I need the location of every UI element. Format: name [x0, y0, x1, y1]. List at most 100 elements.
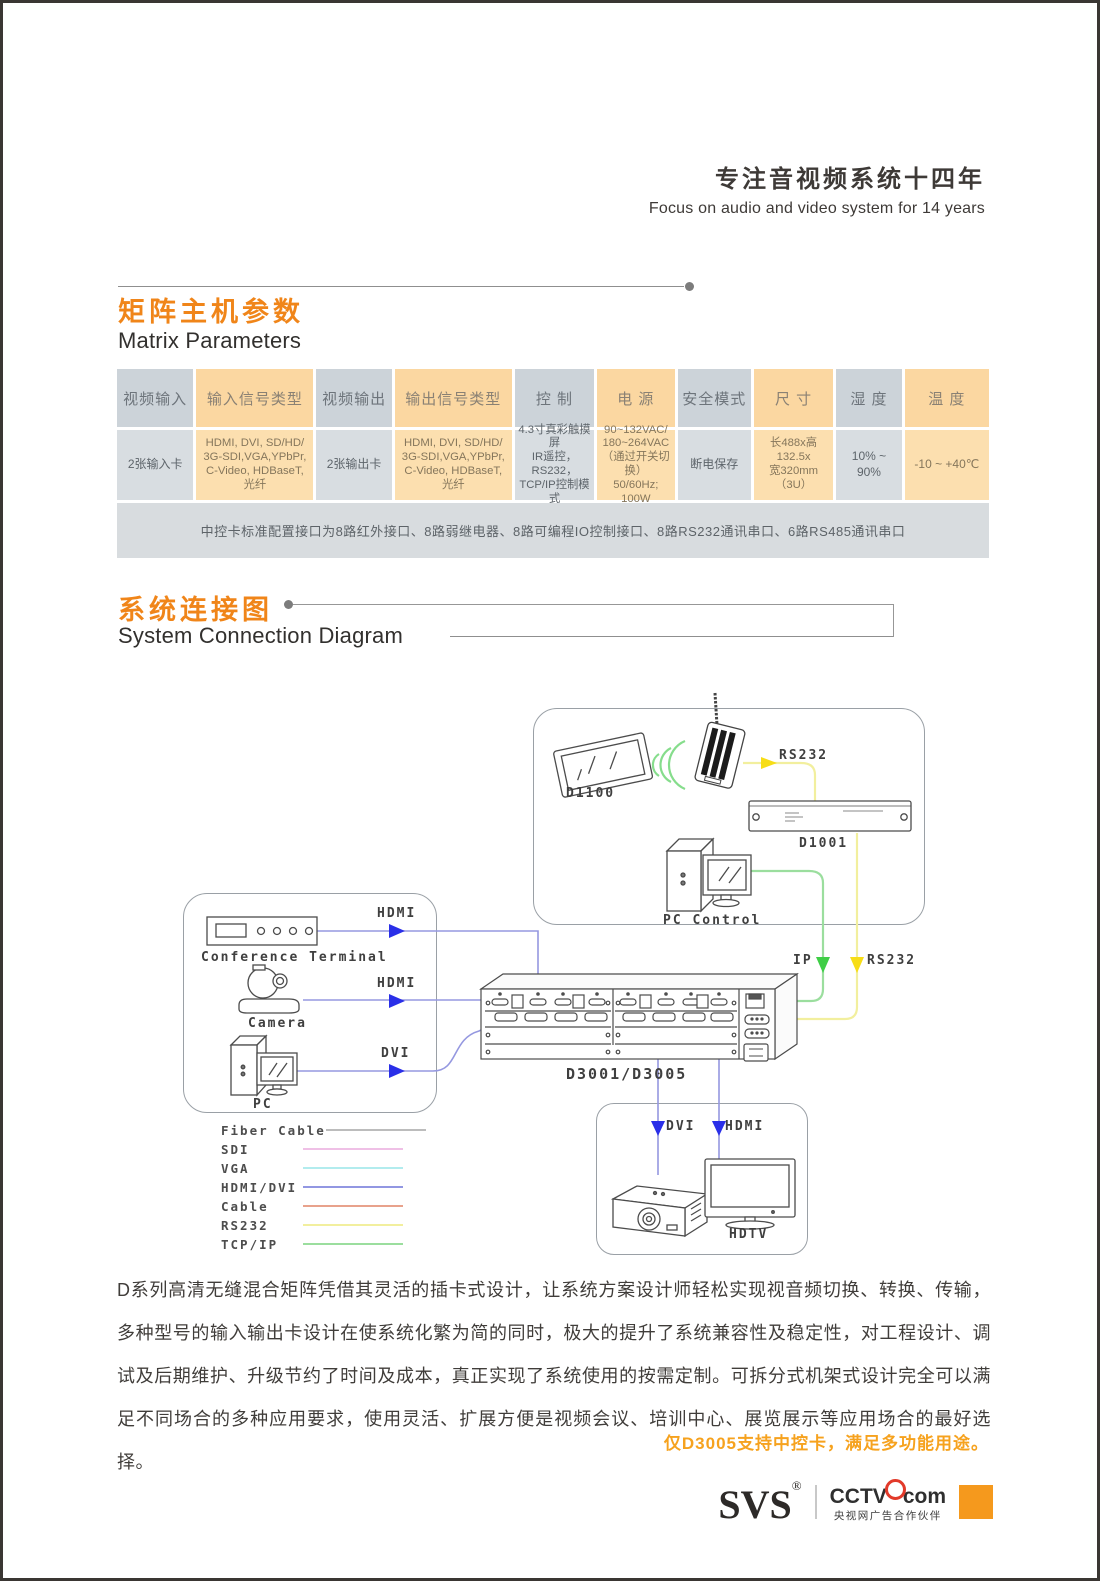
section2-title-zh: 系统连接图	[118, 595, 273, 625]
cctv-com-text: com	[902, 1484, 946, 1508]
section2-title-en: System Connection Diagram	[118, 623, 404, 648]
footer-divider	[814, 1485, 817, 1519]
arrow-hdmi-camera	[389, 994, 405, 1008]
label-camera: Camera	[248, 1016, 307, 1031]
arrow-dvi-pc	[389, 1064, 405, 1078]
cell-output-signal: HDMI, DVI, SD/HD/ 3G-SDI,VGA,YPbPr, C-Vi…	[394, 430, 512, 500]
hdtv-icon	[704, 1158, 796, 1230]
col-header-input-signal: 输入信号类型	[196, 369, 314, 427]
label-conference-terminal: Conference Terminal	[201, 950, 388, 965]
section1-rule-dot	[685, 282, 694, 291]
matrix-screws	[485, 1000, 737, 1055]
col-header-humidity: 湿 度	[836, 369, 902, 427]
registered-mark: ®	[791, 1478, 802, 1493]
cell-safe-mode: 断电保存	[677, 430, 751, 500]
label-dvi-pc: DVI	[381, 1046, 411, 1061]
legend-label: Cable	[221, 1198, 269, 1214]
section1-title-en: Matrix Parameters	[118, 328, 302, 353]
legend-row: RS232	[221, 1217, 403, 1233]
col-header-dimensions: 尺 寸	[753, 369, 834, 427]
arrow-hdmi-out	[712, 1121, 726, 1136]
orange-square-logo	[959, 1485, 993, 1519]
label-d1100: D1100	[566, 786, 616, 801]
cctv-logo-text: CCTV	[829, 1484, 887, 1508]
arrow-hdmi-conference	[389, 924, 405, 938]
label-hdmi-conference: HDMI	[377, 906, 417, 921]
wifi-waves-icon	[651, 739, 686, 791]
pc-source-icon	[229, 1034, 298, 1097]
legend-line-vga	[303, 1167, 403, 1169]
system-connection-diagram	[206, 692, 912, 1238]
cctv-logo: CCTV com 央视网广告合作伙伴	[829, 1478, 946, 1522]
footer-logos: SVS® CCTV com 央视网广告合作伙伴	[693, 1478, 993, 1527]
tcpip-line	[751, 869, 825, 1003]
matrix-hdmi-ports	[491, 992, 728, 1009]
cell-temperature: -10 ~ +40℃	[904, 430, 989, 500]
legend-line-sdi	[303, 1148, 403, 1150]
section2-bracket-top	[293, 604, 894, 637]
section2-bracket-bottom	[450, 636, 893, 637]
label-ip: IP	[793, 953, 813, 968]
col-header-temperature: 温 度	[904, 369, 989, 427]
legend-line-fiber	[325, 1129, 426, 1131]
legend-row: VGA	[221, 1160, 403, 1176]
label-pc: PC	[253, 1097, 273, 1112]
conference-terminal-icon	[206, 916, 318, 946]
display-group-box	[596, 1103, 808, 1255]
label-hdmi-out: HDMI	[725, 1119, 765, 1134]
col-header-safe-mode: 安全模式	[677, 369, 751, 427]
legend-line-tcpip	[303, 1243, 403, 1245]
arrow-rs232-down	[850, 957, 864, 973]
legend-label: Fiber Cable	[221, 1122, 326, 1138]
legend-row: Cable	[221, 1198, 403, 1214]
cell-humidity: 10% ~ 90%	[836, 430, 902, 500]
col-header-power: 电 源	[597, 369, 675, 427]
section1-rule	[118, 286, 684, 287]
legend-line-hdmi-dvi	[303, 1186, 403, 1188]
col-header-control: 控 制	[514, 369, 595, 427]
arrow-dvi-out	[651, 1121, 665, 1136]
col-header-video-output: 视频输出	[316, 369, 392, 427]
company-slogan: 专注音视频系统十四年 Focus on audio and video syst…	[649, 159, 985, 218]
table-note-bar: 中控卡标准配置接口为8路红外接口、8路弱继电器、8路可编程IO控制接口、8路RS…	[117, 503, 989, 558]
tablet-d1100-icon	[553, 732, 654, 798]
matrix-chassis-icon	[479, 972, 799, 1062]
svs-logo-text: SVS	[718, 1482, 792, 1527]
legend-label: VGA	[221, 1160, 250, 1176]
dvi-pc-line	[297, 1019, 504, 1072]
legend-line-rs232	[303, 1224, 403, 1226]
pc-control-icon	[665, 837, 752, 913]
arrow-ip-down	[816, 957, 830, 973]
col-header-output-signal: 输出信号类型	[394, 369, 512, 427]
slogan-en: Focus on audio and video system for 14 y…	[648, 200, 985, 217]
legend-label: RS232	[221, 1217, 269, 1233]
wireless-receiver-icon	[694, 692, 746, 789]
source-group-box	[183, 893, 437, 1113]
section1-title-zh: 矩阵主机参数	[118, 297, 304, 327]
product-description: D系列高清无缝混合矩阵凭借其灵活的插卡式设计，让系统方案设计师轻松实现视音频切换…	[117, 1280, 991, 1472]
section2-rule-dot	[284, 600, 293, 609]
rs232-wireless-line	[743, 761, 817, 801]
power-inlet-icon	[743, 1043, 769, 1062]
arrow-rs232-wireless	[761, 757, 777, 769]
cell-video-input: 2张输入卡	[117, 430, 194, 500]
legend-row: HDMI/DVI	[221, 1179, 403, 1195]
matrix-parameters-table: 视频输入 输入信号类型 视频输出 输出信号类型 控 制 电 源 安全模式 尺 寸…	[117, 369, 989, 505]
cctv-partner-text: 央视网广告合作伙伴	[833, 1509, 942, 1522]
control-group-box	[533, 708, 925, 925]
legend-row: Fiber Cable	[221, 1122, 426, 1138]
cell-input-signal: HDMI, DVI, SD/HD/ 3G-SDI,VGA,YPbPr, C-Vi…	[196, 430, 314, 500]
col-header-video-input: 视频输入	[117, 369, 194, 427]
cell-dimensions: 长488x高132.5x 宽320mm（3U）	[753, 430, 834, 500]
label-matrix: D3001/D3005	[566, 1065, 688, 1083]
legend-row: SDI	[221, 1141, 403, 1157]
cctv-ring-icon	[884, 1478, 906, 1500]
arrowheads	[389, 757, 864, 1136]
rs232-matrix-line	[773, 833, 859, 1021]
camera-icon	[238, 964, 300, 1014]
label-rs232-matrix: RS232	[867, 953, 917, 968]
label-d1001: D1001	[799, 836, 849, 851]
label-rs232-wireless: RS232	[779, 748, 829, 763]
label-hdtv: HDTV	[729, 1227, 769, 1242]
